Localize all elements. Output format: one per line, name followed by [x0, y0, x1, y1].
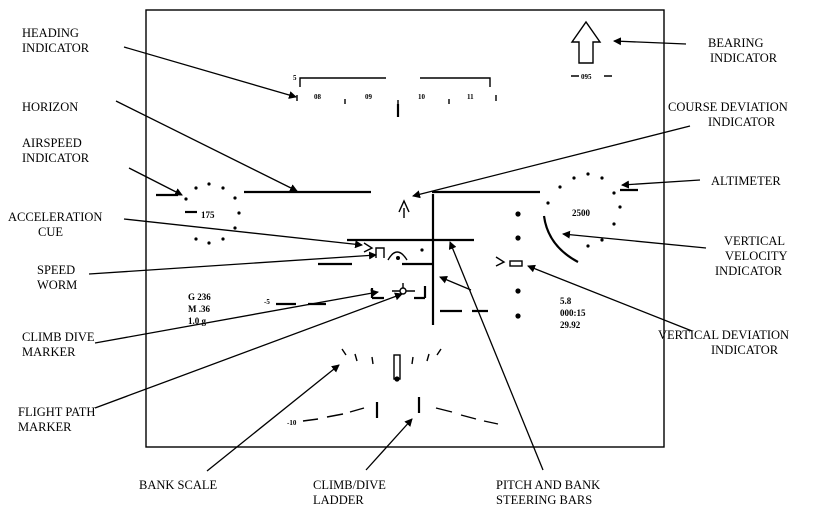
ladder-minus10: -10 — [287, 419, 297, 427]
label-pitch-bank-steering-bars: PITCH AND BANK STEERING BARS — [496, 478, 603, 507]
hud-frame — [145, 9, 665, 448]
bearing-arrow: 095 — [570, 20, 612, 81]
altitude-value: 2500 — [572, 208, 591, 218]
label-bearing-indicator: BEARING INDICATOR — [708, 36, 778, 65]
label-vertical-deviation-indicator: VERTICAL DEVIATION INDICATOR — [658, 328, 792, 357]
right-readouts: 5.8 000:15 29.92 — [560, 296, 586, 330]
heading-tick-09: 09 — [365, 93, 373, 101]
load-readout: 1.0 g — [188, 316, 207, 326]
airspeed-dial: 175 — [156, 182, 241, 245]
bank-scale — [341, 348, 442, 382]
pointer-steering-bank — [439, 276, 472, 291]
label-altimeter: ALTIMETER — [711, 174, 781, 188]
airspeed-value: 175 — [201, 210, 215, 220]
pointer-vvi — [562, 230, 707, 249]
pointer-bearing — [613, 37, 687, 46]
heading-tape: 5 08 09 10 11 — [293, 74, 497, 117]
pointer-horizon — [115, 100, 298, 192]
aircraft-symbol — [318, 242, 432, 266]
label-flight-path-marker: FLIGHT PATH MARKER — [18, 405, 99, 434]
pointer-airspeed — [128, 167, 183, 196]
label-heading-indicator: HEADING INDICATOR — [22, 26, 90, 55]
pointer-acceleration — [123, 218, 363, 249]
baro-readout: 29.92 — [560, 320, 581, 330]
label-speed-worm: SPEED WORM — [37, 263, 78, 292]
pointer-course-deviation — [412, 125, 691, 199]
pointer-speed-worm — [88, 251, 377, 275]
time-readout: 000:15 — [560, 308, 586, 318]
label-climb-dive-ladder: CLIMB/DIVE LADDER — [313, 478, 389, 507]
pointer-vertical-deviation — [527, 264, 693, 332]
g-readout: G 236 — [188, 292, 211, 302]
mach-readout: M .36 — [188, 304, 210, 314]
vvi-arc — [542, 215, 579, 263]
left-readouts: G 236 M .36 1.0 g — [188, 292, 211, 326]
altimeter-dial: 2500 — [542, 172, 638, 263]
vertical-deviation-marker — [509, 260, 523, 267]
bank-steering-bar — [398, 199, 410, 218]
pointer-climb-dive — [94, 289, 379, 344]
bearing-value: 095 — [581, 73, 592, 81]
pointer-bank-scale — [206, 364, 340, 472]
heading-tick-08: 08 — [314, 93, 322, 101]
ladder-minus5: -5 — [264, 298, 270, 306]
label-horizon: HORIZON — [22, 100, 78, 114]
label-bank-scale: BANK SCALE — [139, 478, 217, 492]
label-climb-dive-marker: CLIMB DIVE MARKER — [22, 330, 98, 359]
leader-lines — [88, 37, 707, 472]
pointer-flight-path — [94, 292, 403, 409]
pointer-heading — [123, 46, 297, 99]
heading-scale-mark: 5 — [293, 74, 297, 82]
vertical-deviation-scale — [495, 211, 523, 319]
label-vertical-velocity-indicator: VERTICAL VELOCITY INDICATOR — [715, 234, 790, 278]
label-airspeed-indicator: AIRSPEED INDICATOR — [22, 136, 90, 165]
pointer-altimeter — [621, 179, 701, 189]
pointer-steering — [448, 241, 544, 471]
heading-tick-11: 11 — [467, 93, 474, 101]
climb-dive-ladder: -5 -10 — [264, 298, 499, 427]
label-course-deviation-indicator: COURSE DEVIATION INDICATOR — [668, 100, 791, 129]
heading-tick-10: 10 — [418, 93, 426, 101]
pointer-ladder — [365, 418, 413, 471]
range-readout: 5.8 — [560, 296, 572, 306]
label-acceleration-cue: ACCELERATION CUE — [8, 210, 106, 239]
